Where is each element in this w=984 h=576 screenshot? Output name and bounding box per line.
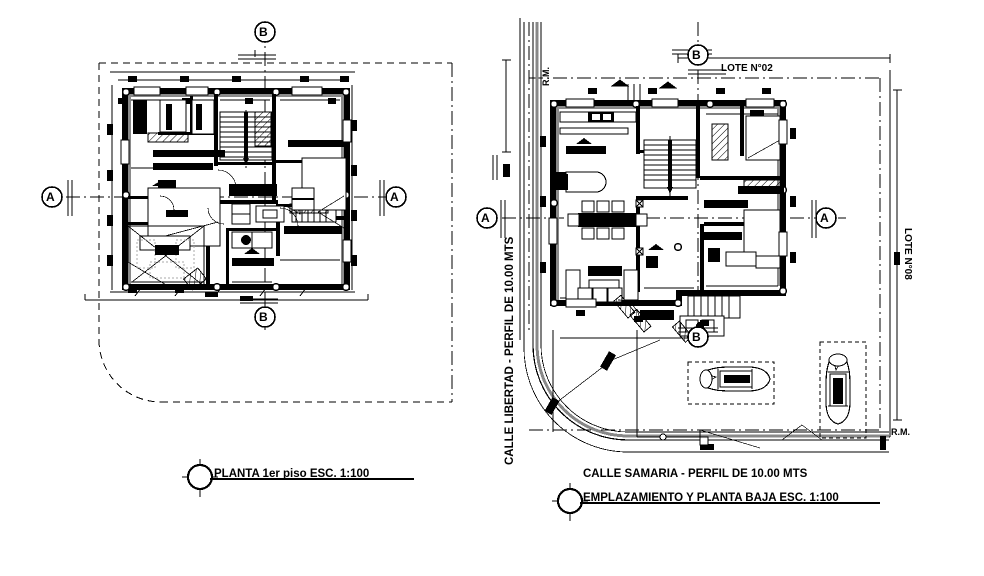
right-windows (548, 98, 788, 308)
rm-label-top-left: R.M. (541, 67, 551, 86)
right-roof-elements (610, 79, 678, 100)
left-dimension-lines (84, 71, 369, 301)
right-left-dimension (492, 59, 511, 180)
right-post-node (659, 433, 667, 441)
right-furniture-living (565, 266, 639, 303)
right-street-curb (523, 22, 889, 453)
right-plan-title: EMPLAZAMIENTO Y PLANTA BAJA ESC. 1:100 (583, 492, 839, 504)
right-site-boundary (528, 22, 881, 431)
section-marker-left-left: A (46, 190, 55, 204)
left-plan-title: PLANTA 1er piso ESC. 1:100 (214, 468, 370, 480)
marker-circle-left-right-A (385, 186, 407, 208)
right-furniture-bath-left (554, 171, 607, 193)
lot-label-top: LOTE N°02 (721, 63, 773, 74)
marker-circle-right-bottom-B (687, 326, 709, 348)
right-dim-markers (540, 88, 796, 450)
right-site-lines (552, 330, 701, 445)
right-sidewalk-marker (880, 436, 886, 450)
right-driveway-lines (699, 424, 823, 449)
right-floor-marker-x (635, 199, 644, 256)
marker-circle-left-bottom-B (254, 306, 276, 328)
lot-label-right: LOTE N°08 (902, 228, 913, 280)
right-site-vegetation (544, 339, 661, 415)
section-marker-left-top: B (259, 25, 268, 39)
right-left-dim-marker (503, 164, 510, 177)
marker-circle-right-top-B (687, 44, 709, 66)
right-furniture-kitchen (559, 111, 637, 154)
left-windows (120, 86, 352, 263)
section-marker-left-bottom: B (259, 310, 268, 324)
right-street-bottom-label: CALLE SAMARIA - PERFIL DE 10.00 MTS (583, 468, 808, 480)
parking-car-vertical (819, 341, 867, 439)
left-furniture-bedroom-upper (133, 99, 225, 170)
left-bottom-center-room (232, 248, 274, 266)
left-furniture-right-room (284, 140, 347, 234)
title-bubble-left (186, 463, 214, 491)
parking-car-horizontal (687, 361, 775, 405)
section-marker-circles (41, 21, 837, 348)
left-section-leaders (67, 50, 385, 304)
title-bubble-right (556, 487, 584, 515)
marker-circle-right-right-A (815, 207, 837, 229)
right-side-dim-marker (894, 252, 900, 265)
right-furniture-bedroom-top (745, 110, 781, 161)
title-bubbles (182, 459, 880, 521)
right-site-plan-group (478, 18, 902, 453)
right-furniture-dining (567, 200, 648, 240)
section-marker-left-right: A (390, 190, 399, 204)
right-sidewalk-bottom (628, 439, 889, 453)
right-gate-node (699, 436, 709, 446)
right-furniture-central-bath (646, 200, 748, 268)
section-marker-right-bottom: B (692, 330, 701, 344)
left-garage-area (127, 225, 208, 291)
left-door-swings (159, 169, 299, 227)
marker-circle-right-left-A (476, 207, 498, 229)
street-left-label: CALLE LIBERTAD - PERFIL DE 10.00 MTS (504, 236, 516, 465)
marker-circle-left-top-B (254, 21, 276, 43)
rm-label-bottom-right: R.M. (891, 427, 910, 437)
left-property-boundary (98, 62, 452, 403)
right-staircase (643, 136, 697, 196)
left-furniture-bathroom (229, 184, 285, 249)
right-terrace-stairs (687, 295, 741, 319)
right-furniture-bedroom-bottom (725, 186, 784, 269)
section-marker-right-left: A (481, 211, 490, 225)
section-marker-right-top: B (692, 48, 701, 62)
section-marker-right-right: A (820, 211, 829, 225)
left-floor-plan-group (42, 28, 453, 403)
marker-circle-left-left-A (41, 186, 63, 208)
